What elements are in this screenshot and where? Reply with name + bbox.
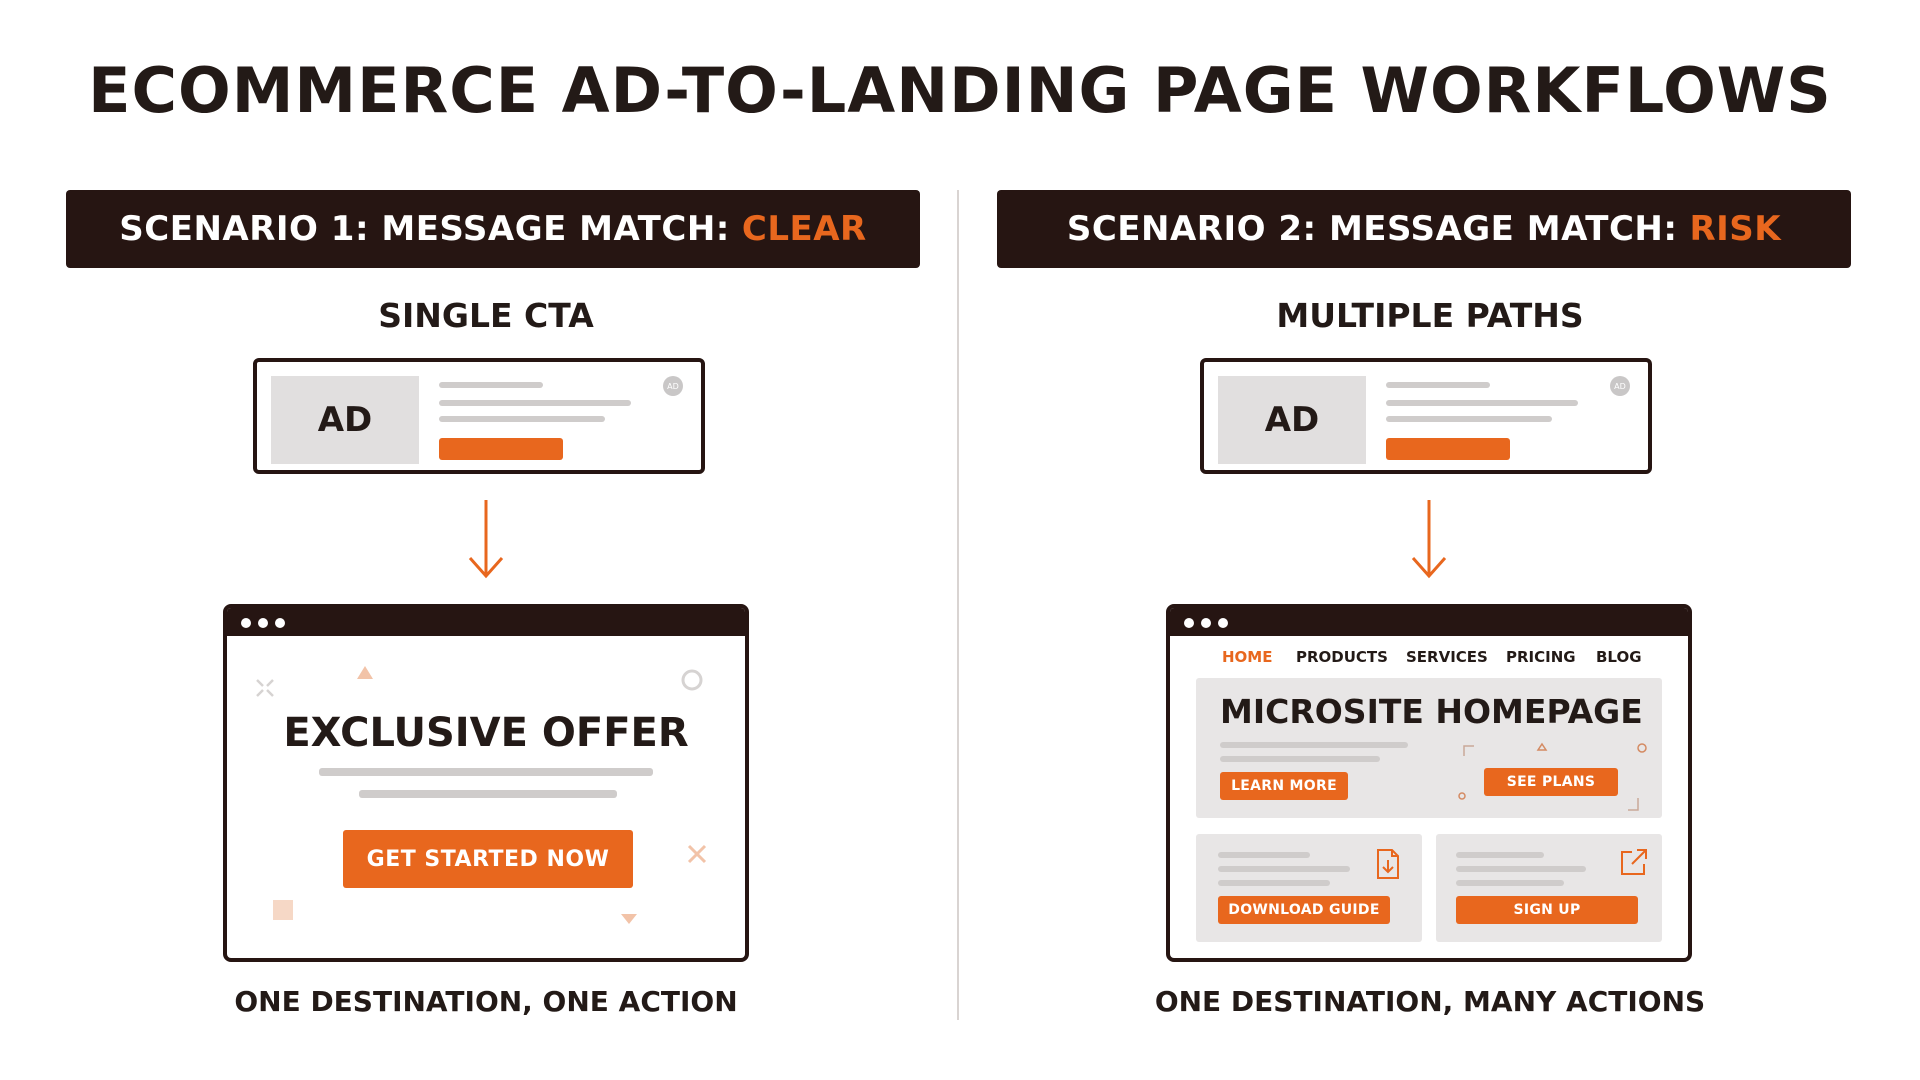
card-text-line [1456, 852, 1544, 858]
hero-panel: MICROSITE HOMEPAGE LEARN MORE SEE PLANS [1196, 678, 1662, 818]
card-text-line [1456, 880, 1564, 886]
see-plans-button[interactable]: SEE PLANS [1484, 768, 1618, 796]
window-dot [1218, 618, 1228, 628]
nav-home[interactable]: HOME [1222, 648, 1273, 666]
download-guide-button[interactable]: DOWNLOAD GUIDE [1218, 896, 1390, 924]
scenario-2-subtitle: MULTIPLE PATHS [1276, 296, 1584, 335]
ad-image: AD [271, 376, 419, 464]
nav-blog[interactable]: BLOG [1596, 648, 1642, 666]
sign-up-button[interactable]: SIGN UP [1456, 896, 1638, 924]
decorative-shapes [1458, 742, 1647, 811]
scenario-1-ad-card[interactable]: AD AD [253, 358, 705, 474]
hero-text-line [1220, 756, 1380, 762]
download-file-icon [1377, 849, 1399, 879]
scenario-1-status: CLEAR [741, 209, 867, 249]
card-text-line [1218, 880, 1330, 886]
scenario-2-microsite: HOME PRODUCTS SERVICES PRICING BLOG MICR… [1166, 604, 1692, 962]
arrow-down-icon [1411, 500, 1447, 579]
nav-services[interactable]: SERVICES [1406, 648, 1488, 666]
external-link-icon [1621, 849, 1647, 875]
ad-text-line [439, 400, 631, 406]
scenario-2-status: RISK [1689, 209, 1782, 249]
center-divider [957, 190, 959, 1020]
scenario-1-banner: SCENARIO 1: MESSAGE MATCH: CLEAR [66, 190, 920, 268]
scenario-2-caption: ONE DESTINATION, MANY ACTIONS [1154, 985, 1706, 1018]
scenario-1-caption: ONE DESTINATION, ONE ACTION [234, 985, 738, 1018]
window-dot [258, 618, 268, 628]
ad-badge-icon: AD [663, 376, 683, 396]
signup-card: SIGN UP [1436, 834, 1662, 942]
window-dot [1184, 618, 1194, 628]
nav-pricing[interactable]: PRICING [1506, 648, 1576, 666]
ad-image: AD [1218, 376, 1366, 464]
landing-title: EXCLUSIVE OFFER [283, 710, 689, 756]
scenario-2-banner-label: SCENARIO 2: MESSAGE MATCH: [1066, 209, 1678, 249]
decorative-shapes [256, 666, 707, 924]
ad-text-line [439, 382, 543, 388]
learn-more-button[interactable]: LEARN MORE [1220, 772, 1348, 800]
ad-text-line [1386, 382, 1490, 388]
scenario-1-subtitle: SINGLE CTA [378, 296, 594, 335]
ad-text-line [1386, 400, 1578, 406]
window-dot [1201, 618, 1211, 628]
scenario-2-banner: SCENARIO 2: MESSAGE MATCH: RISK [997, 190, 1851, 268]
browser-title-bar [227, 608, 745, 636]
ad-cta-button[interactable] [1386, 438, 1510, 460]
window-dot [241, 618, 251, 628]
browser-title-bar [1170, 608, 1688, 636]
landing-text-line [319, 768, 653, 776]
nav-products[interactable]: PRODUCTS [1296, 648, 1388, 666]
card-text-line [1218, 852, 1310, 858]
scenario-1-landing-page: EXCLUSIVE OFFER GET STARTED NOW [223, 604, 749, 962]
window-dot [275, 618, 285, 628]
ad-text-line [1386, 416, 1552, 422]
card-text-line [1218, 866, 1350, 872]
page-title: ECOMMERCE AD-TO-LANDING PAGE WORKFLOWS [88, 54, 1832, 127]
download-card: DOWNLOAD GUIDE [1196, 834, 1422, 942]
ad-badge-icon: AD [1610, 376, 1630, 396]
ad-cta-button[interactable] [439, 438, 563, 460]
ad-text-line [439, 416, 605, 422]
landing-text-line [359, 790, 617, 798]
hero-title: MICROSITE HOMEPAGE [1220, 692, 1643, 731]
get-started-button[interactable]: GET STARTED NOW [343, 830, 633, 888]
hero-text-line [1220, 742, 1408, 748]
card-text-line [1456, 866, 1586, 872]
scenario-1-banner-label: SCENARIO 1: MESSAGE MATCH: [119, 209, 730, 249]
scenario-2-ad-card[interactable]: AD AD [1200, 358, 1652, 474]
arrow-down-icon [468, 500, 504, 579]
